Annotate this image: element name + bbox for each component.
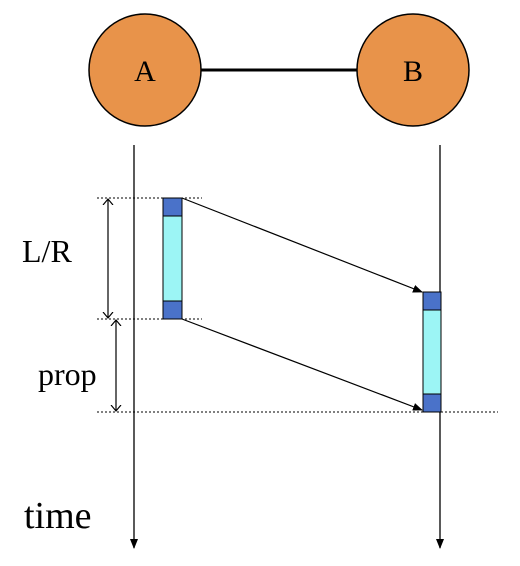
node-a-label: A <box>134 55 156 88</box>
packet-receiver-last-bit <box>422 393 442 413</box>
last-bit-arrow <box>181 318 423 411</box>
node-b: B <box>356 13 470 127</box>
propagation-delay-label: prop <box>38 356 97 392</box>
node-b-circle <box>356 13 470 127</box>
time-axis-label: time <box>24 495 92 537</box>
first-bit-arrow <box>181 197 423 293</box>
packet-sender-last-bit <box>162 300 183 320</box>
packet-receiver-first-bit <box>422 291 442 311</box>
transmission-delay-label: L/R <box>22 233 72 269</box>
node-a: A <box>88 13 202 127</box>
packet-sender <box>162 197 183 320</box>
node-a-circle <box>88 13 202 127</box>
packet-sender-first-bit <box>162 197 183 217</box>
node-b-label: B <box>403 55 423 88</box>
packet-receiver <box>422 291 442 413</box>
